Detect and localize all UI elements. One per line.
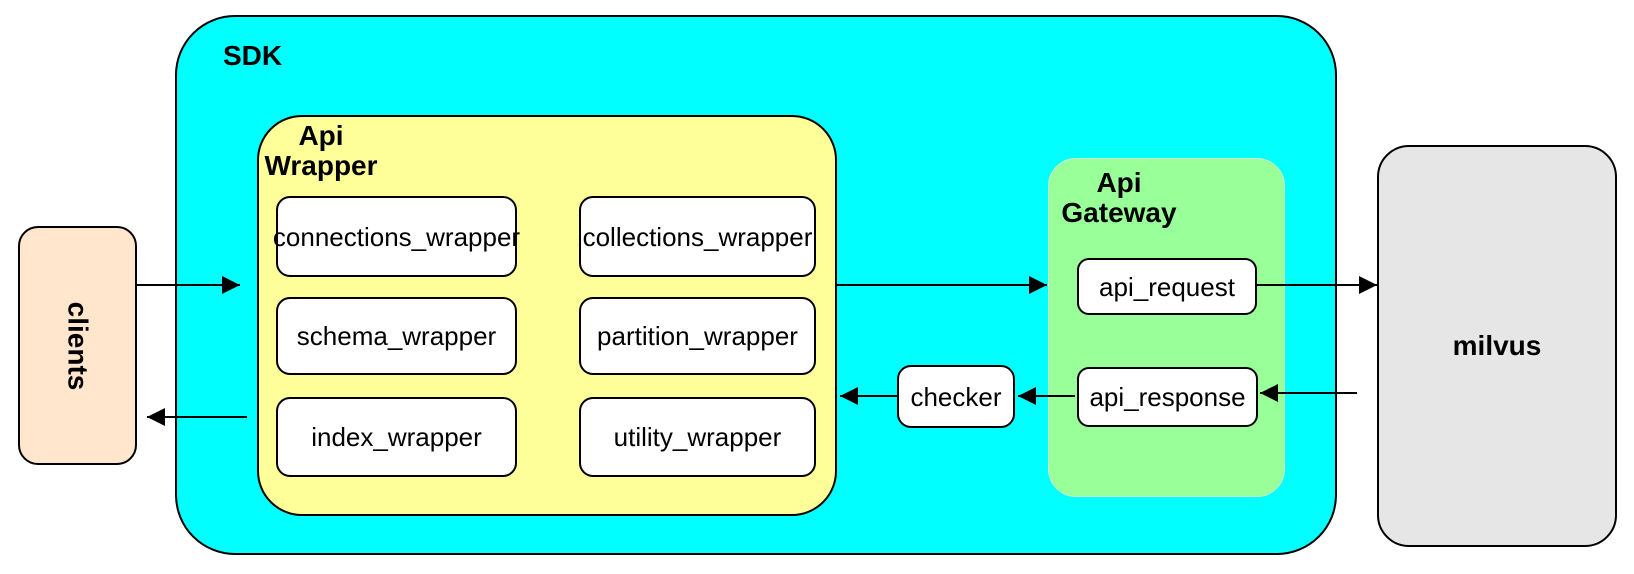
node-api-request: api_request bbox=[1077, 258, 1257, 315]
node-api-response: api_response bbox=[1077, 367, 1258, 427]
node-connections-wrapper: connections_wrapper bbox=[273, 196, 520, 277]
node-partition-wrapper: partition_wrapper bbox=[579, 297, 816, 375]
node-index-wrapper: index_wrapper bbox=[276, 397, 517, 477]
node-schema-wrapper: schema_wrapper bbox=[276, 297, 517, 375]
node-collections-wrapper: collections_wrapper bbox=[579, 196, 816, 277]
node-utility-wrapper: utility_wrapper bbox=[579, 397, 816, 477]
node-clients: clients bbox=[18, 226, 137, 465]
node-checker: checker bbox=[897, 365, 1015, 428]
api-gateway-label: Api Gateway bbox=[1061, 167, 1177, 228]
api-wrapper-label: Api Wrapper bbox=[264, 120, 378, 181]
node-api-gateway: Api Gateway bbox=[1048, 158, 1285, 497]
sdk-label: SDK bbox=[223, 40, 283, 71]
clients-label: clients bbox=[62, 301, 94, 390]
node-milvus: milvus bbox=[1377, 145, 1617, 547]
